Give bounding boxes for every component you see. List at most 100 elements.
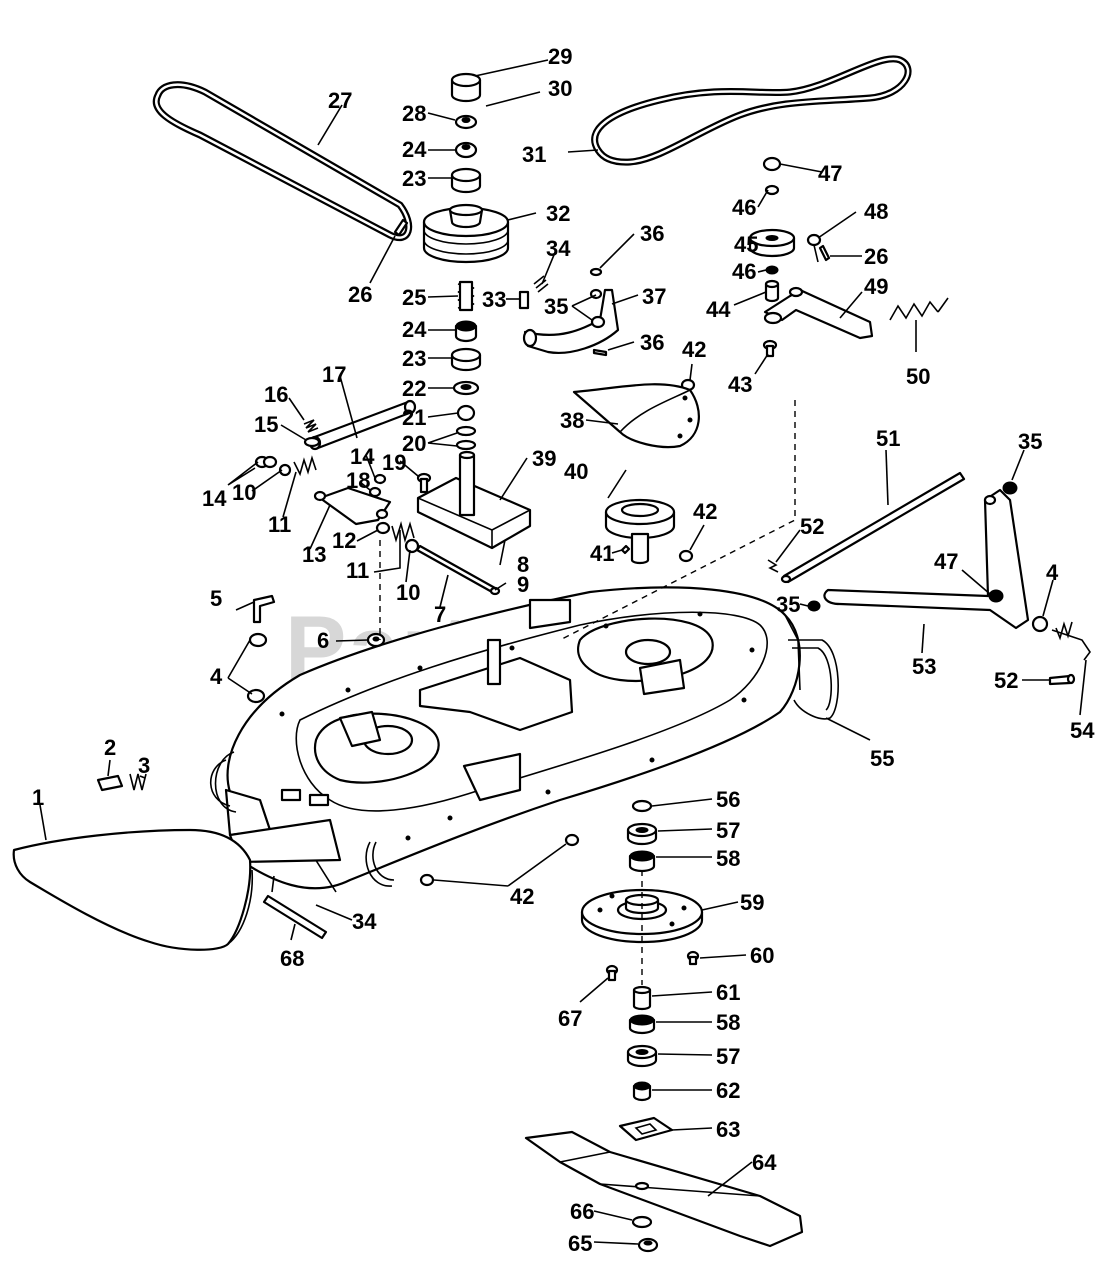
callout-label: 4 xyxy=(210,664,223,689)
washer-46-lower xyxy=(765,265,779,275)
pulley-32 xyxy=(422,203,510,264)
callout-label: 44 xyxy=(706,297,731,322)
nut-14-left xyxy=(254,455,278,469)
nut-47-top xyxy=(762,156,782,172)
rod-7 xyxy=(415,544,501,596)
callout-label: 42 xyxy=(693,499,717,524)
deck-housing xyxy=(209,586,839,893)
nut-42-bottom xyxy=(419,873,435,887)
callout-label: 35 xyxy=(544,294,568,319)
callout-label: 57 xyxy=(716,818,740,843)
callout-label: 7 xyxy=(434,602,446,627)
bushing-35-right-top xyxy=(1002,481,1018,495)
spindle-bracket-39 xyxy=(416,450,532,550)
callout-label: 15 xyxy=(254,412,278,437)
callout-label: 41 xyxy=(590,541,614,566)
spacer-44 xyxy=(764,279,780,303)
callout-label: 68 xyxy=(280,946,304,971)
callout-label: 56 xyxy=(716,787,740,812)
spring-11-right xyxy=(391,521,415,543)
callout-label: 14 xyxy=(350,444,375,469)
callout-label: 11 xyxy=(268,512,291,537)
callout-label: 58 xyxy=(716,846,740,871)
callout-label: 19 xyxy=(382,450,406,475)
pulley-40 xyxy=(604,498,676,565)
callout-label: 24 xyxy=(402,137,427,162)
spring-50 xyxy=(889,297,949,321)
callout-label: 62 xyxy=(716,1078,740,1103)
pin-36-lower xyxy=(592,348,608,357)
bushing-62 xyxy=(632,1081,652,1102)
callout-label: 17 xyxy=(322,362,346,387)
callout-label: 30 xyxy=(548,76,572,101)
callout-label: 59 xyxy=(740,890,764,915)
spring-25 xyxy=(457,280,475,312)
bracket-13 xyxy=(313,486,392,526)
callout-label: 48 xyxy=(864,199,888,224)
washer-66 xyxy=(631,1215,653,1229)
callout-label: 35 xyxy=(1018,429,1042,454)
bolt-52-upper xyxy=(767,559,779,573)
callout-label: 23 xyxy=(402,346,426,371)
rod-51 xyxy=(780,471,966,584)
callout-label: 21 xyxy=(402,405,426,430)
handle-54 xyxy=(1051,621,1091,661)
washer-56 xyxy=(631,799,653,813)
callout-label: 46 xyxy=(732,195,756,220)
callout-label: 27 xyxy=(328,88,352,113)
callout-label: 66 xyxy=(570,1199,594,1224)
callout-label: 51 xyxy=(876,426,900,451)
spring-11-left xyxy=(293,455,317,477)
callout-label: 34 xyxy=(546,236,571,261)
callout-label: 45 xyxy=(734,232,758,257)
callout-label: 42 xyxy=(682,337,706,362)
callout-label: 31 xyxy=(522,142,546,167)
callout-label: 10 xyxy=(396,580,420,605)
cap-29 xyxy=(450,72,482,103)
callout-label: 29 xyxy=(548,44,572,69)
callout-label: 23 xyxy=(402,166,426,191)
callout-label: 63 xyxy=(716,1117,740,1142)
bearing-58-upper xyxy=(628,850,656,873)
belt-cover-38 xyxy=(572,383,700,449)
spring-34 xyxy=(533,275,549,293)
callout-label: 60 xyxy=(750,943,774,968)
callout-label: 18 xyxy=(346,468,370,493)
seal-57-upper xyxy=(626,822,658,846)
callout-label: 26 xyxy=(864,244,888,269)
bushing-4-upper xyxy=(248,632,268,648)
callout-label: 40 xyxy=(564,459,588,484)
callout-label: 3 xyxy=(138,753,150,778)
callout-label: 36 xyxy=(640,330,664,355)
callout-label: 10 xyxy=(232,480,256,505)
seal-57-lower xyxy=(626,1044,658,1068)
screw-26-left xyxy=(393,218,409,237)
callout-label: 8 xyxy=(517,552,529,577)
nut-47-lower xyxy=(988,589,1004,603)
callout-label: 54 xyxy=(1070,718,1095,743)
bolt-60 xyxy=(686,950,700,966)
callout-label: 38 xyxy=(560,408,584,433)
callout-label: 14 xyxy=(202,486,227,511)
washer-10-right xyxy=(404,538,420,554)
callout-label: 6 xyxy=(317,628,329,653)
deflector-1 xyxy=(12,828,254,951)
callout-label: 64 xyxy=(752,1150,777,1175)
callout-label: 50 xyxy=(906,364,930,389)
washer-22 xyxy=(452,380,480,396)
bolt-48 xyxy=(806,233,822,263)
callout-label: 33 xyxy=(482,287,506,312)
bushing-4-lower xyxy=(246,688,266,704)
washer-10-left xyxy=(278,463,292,477)
callout-label: 13 xyxy=(302,542,326,567)
callout-label: 39 xyxy=(532,446,556,471)
bushing-21 xyxy=(456,404,476,422)
bolt-43 xyxy=(762,339,778,358)
callout-label: 52 xyxy=(994,668,1018,693)
nut-18 xyxy=(368,473,387,498)
callout-label: 20 xyxy=(402,431,426,456)
callout-label: 47 xyxy=(934,549,958,574)
callout-label: 4 xyxy=(1046,560,1059,585)
callout-label: 58 xyxy=(716,1010,740,1035)
